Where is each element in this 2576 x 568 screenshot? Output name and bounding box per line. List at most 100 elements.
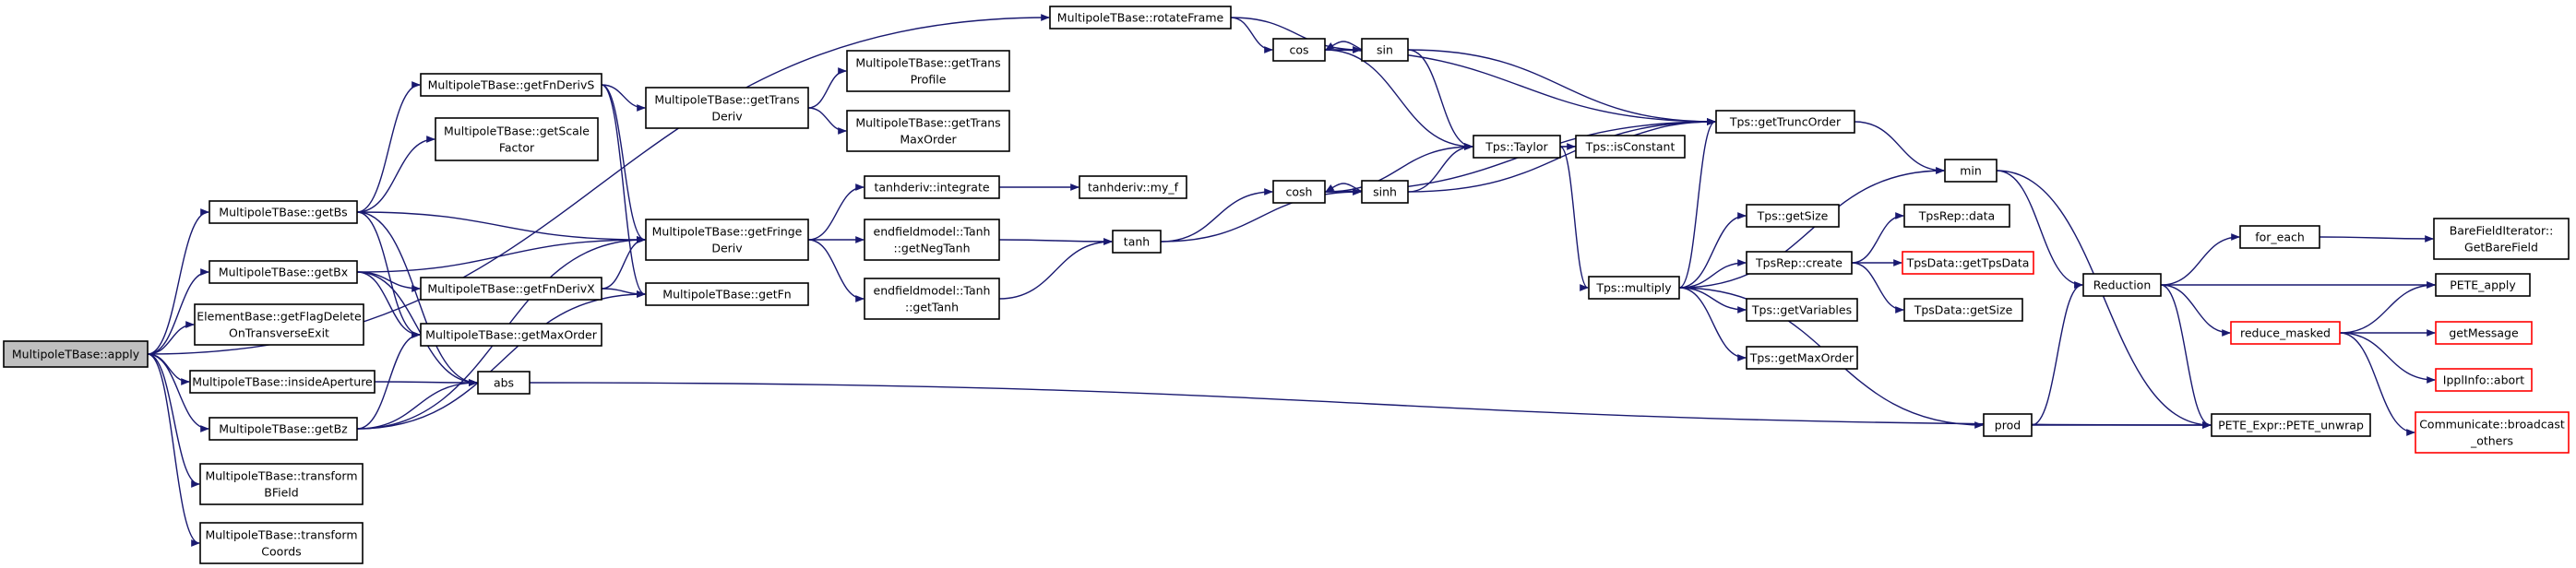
graph-node-tanh[interactable]: tanh — [1112, 230, 1162, 254]
node-label: ElementBase::getFlagDelete — [197, 310, 362, 324]
graph-node-getBx[interactable]: MultipoleTBase::getBx — [209, 260, 358, 284]
graph-node-integrate[interactable]: tanhderiv::integrate — [864, 175, 1000, 199]
graph-node-cosh[interactable]: cosh — [1272, 180, 1326, 204]
node-label: MultipoleTBase::getTrans — [855, 56, 1000, 70]
node-label: Profile — [911, 73, 947, 87]
edge-getTruncOrder-to-min — [1854, 121, 1945, 174]
graph-node-prod[interactable]: prod — [1983, 413, 2033, 437]
graph-node-taylor[interactable]: Tps::Taylor — [1473, 135, 1561, 159]
node-box — [420, 277, 602, 301]
edge-prod-to-reduction — [2031, 281, 2083, 426]
node-box — [1746, 204, 1840, 228]
graph-node-getFn[interactable]: MultipoleTBase::getFn — [645, 282, 809, 306]
node-box — [2415, 411, 2570, 454]
graph-node-getMessage[interactable]: getMessage — [2435, 321, 2533, 345]
node-box — [420, 73, 602, 97]
graph-node-getSize[interactable]: Tps::getSize — [1746, 204, 1840, 228]
graph-node-abort[interactable]: IpplInfo::abort — [2435, 368, 2533, 392]
graph-node-rotateFrame[interactable]: MultipoleTBase::rotateFrame — [1049, 6, 1232, 30]
graph-node-getBz[interactable]: MultipoleTBase::getBz — [209, 417, 358, 441]
edge-path — [1678, 287, 1747, 314]
edge-getBx-to-getMaxOrder — [356, 271, 421, 338]
graph-node-sinh[interactable]: sinh — [1361, 180, 1409, 204]
graph-node-create[interactable]: TpsRep::create — [1746, 251, 1853, 275]
graph-node-getBareField[interactable]: BareFieldIterator::GetBareField — [2433, 218, 2570, 260]
edge-path — [2160, 284, 2212, 429]
edge-apply-to-transformCoords — [147, 353, 200, 547]
edge-apply-to-getBs — [147, 208, 209, 355]
graph-node-reduction[interactable]: Reduction — [2082, 273, 2162, 297]
graph-node-isConstant[interactable]: Tps::isConstant — [1575, 135, 1686, 159]
node-label: MultipoleTBase::getTrans — [654, 93, 799, 107]
edge-create-to-tpsDataGetSize — [1851, 262, 1904, 314]
graph-node-abs[interactable]: abs — [477, 371, 531, 395]
graph-node-tpsDataGetSize[interactable]: TpsData::getSize — [1903, 298, 2023, 322]
graph-node-getFlagDelete[interactable]: ElementBase::getFlagDeleteOnTransverseEx… — [194, 303, 364, 346]
node-box — [1983, 413, 2033, 437]
node-box — [1079, 175, 1187, 199]
graph-node-getTruncOrder[interactable]: Tps::getTruncOrder — [1715, 110, 1855, 134]
edge-multiply-to-min — [1678, 167, 1945, 289]
graph-node-getVariables[interactable]: Tps::getVariables — [1746, 298, 1858, 322]
edge-getBx-to-getFringeDeriv — [356, 236, 646, 273]
graph-node-repData[interactable]: TpsRep::data — [1903, 204, 2010, 228]
edge-getBs-to-getScaleFactor — [356, 136, 435, 213]
graph-node-broadcast[interactable]: Communicate::broadcast_others — [2415, 411, 2570, 454]
graph-node-my_f[interactable]: tanhderiv::my_f — [1079, 175, 1187, 199]
graph-node-insideAperture[interactable]: MultipoleTBase::insideAperture — [189, 370, 376, 394]
edge-path — [1678, 259, 1747, 289]
edge-path — [1678, 287, 1747, 361]
node-label: Tps::isConstant — [1585, 140, 1676, 154]
edge-path — [601, 84, 646, 298]
node-label: BareFieldIterator:: — [2450, 224, 2554, 238]
node-box — [645, 282, 809, 306]
edge-path — [1996, 170, 2212, 429]
graph-node-min[interactable]: min — [1944, 159, 1998, 183]
graph-node-getFnDerivS[interactable]: MultipoleTBase::getFnDerivS — [420, 73, 602, 97]
edge-tanh-to-sinh — [1160, 188, 1362, 243]
graph-node-reduce_masked[interactable]: reduce_masked — [2230, 321, 2341, 345]
graph-node-sin[interactable]: sin — [1361, 38, 1409, 62]
node-label: _others — [2470, 434, 2513, 448]
edge-path — [356, 379, 478, 430]
node-box — [3, 340, 149, 368]
node-label: MultipoleTBase::getScale — [444, 124, 590, 138]
node-label: BField — [264, 486, 298, 500]
node-label: sin — [1377, 43, 1393, 57]
graph-node-getBs[interactable]: MultipoleTBase::getBs — [209, 200, 358, 224]
edge-apply-to-transformBField — [147, 353, 200, 488]
edge-path — [1325, 41, 1363, 51]
node-box — [1112, 230, 1162, 254]
edge-reduction-to-reduce_masked — [2160, 284, 2231, 337]
graph-node-getNegTanh[interactable]: endfieldmodel::Tanh::getNegTanh — [864, 219, 1000, 261]
node-box — [2082, 273, 2162, 297]
node-label: OnTransverseExit — [229, 326, 329, 340]
edge-path — [601, 288, 646, 298]
edge-getBz-to-getFn — [356, 290, 646, 430]
graph-node-cos[interactable]: cos — [1272, 38, 1326, 62]
edge-path — [2339, 332, 2415, 436]
graph-node-pete_apply[interactable]: PETE_apply — [2435, 273, 2531, 297]
graph-node-pete_unwrap[interactable]: PETE_Expr::PETE_unwrap — [2211, 413, 2371, 437]
node-label: abs — [494, 376, 514, 390]
graph-node-getTanh[interactable]: endfieldmodel::Tanh::getTanh — [864, 278, 1000, 320]
edge-path — [356, 136, 435, 213]
graph-node-getFnDerivX[interactable]: MultipoleTBase::getFnDerivX — [420, 277, 602, 301]
graph-node-for_each[interactable]: for_each — [2239, 225, 2320, 249]
node-box — [645, 87, 809, 129]
graph-node-multiply[interactable]: Tps::multiply — [1588, 276, 1680, 300]
graph-node-getMaxOrderTps[interactable]: Tps::getMaxOrder — [1746, 346, 1858, 370]
graph-node-apply[interactable]: MultipoleTBase::apply — [3, 340, 149, 368]
graph-node-getTpsData[interactable]: TpsData::getTpsData — [1902, 251, 2034, 275]
node-box — [1575, 135, 1686, 159]
edge-path — [147, 353, 209, 432]
node-box — [2211, 413, 2371, 437]
graph-node-getMaxOrder[interactable]: MultipoleTBase::getMaxOrder — [420, 323, 602, 347]
